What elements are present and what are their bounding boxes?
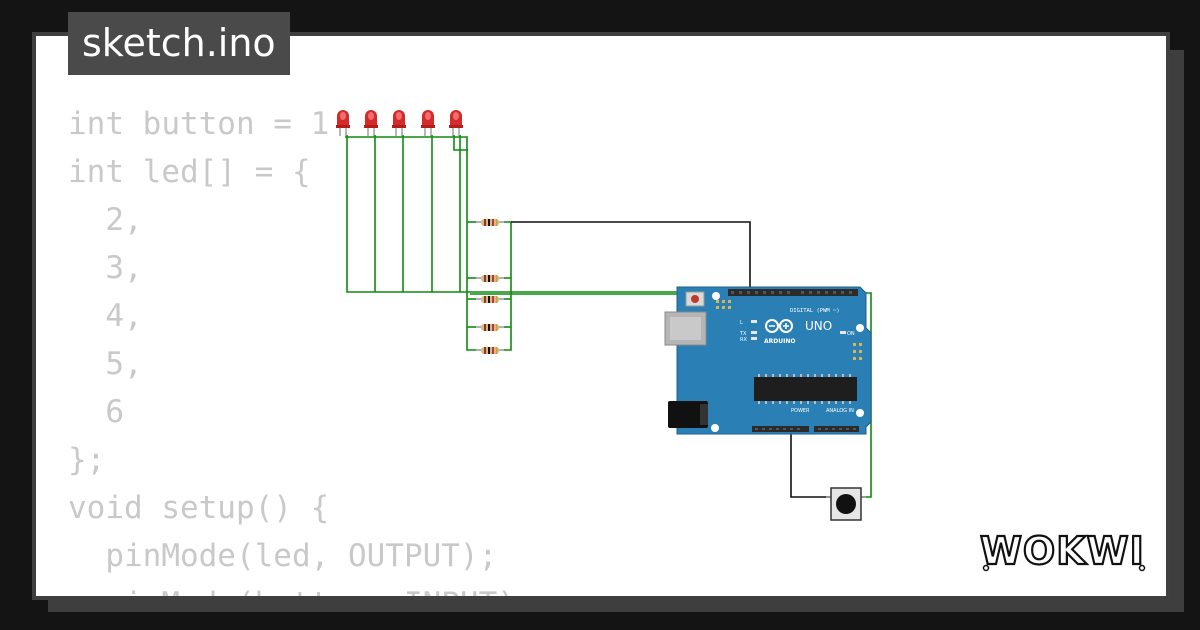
wokwi-logo: WOKWI bbox=[979, 528, 1146, 574]
l-label: L bbox=[740, 320, 743, 326]
wire-cathode-bus bbox=[345, 136, 476, 351]
on-label: ON bbox=[847, 331, 855, 337]
wire-gnd bbox=[511, 221, 751, 292]
wire-button-gnd bbox=[790, 428, 831, 498]
analog-header bbox=[814, 426, 859, 432]
resistor[interactable] bbox=[476, 347, 504, 354]
rx-label: RX bbox=[740, 337, 747, 343]
pushbutton-cap-icon bbox=[836, 494, 856, 514]
digital-label: DIGITAL (PWM ~) bbox=[790, 308, 840, 314]
tx-label: TX bbox=[739, 331, 747, 337]
led-array bbox=[336, 110, 463, 136]
board-model: UNO bbox=[805, 319, 832, 333]
code-line: 5, bbox=[68, 346, 143, 382]
arduino-uno-board[interactable]: DIGITAL (PWM ~) L TX RX UNO ARDUINO ON P… bbox=[664, 286, 872, 435]
power-header bbox=[752, 426, 809, 432]
code-line: 4, bbox=[68, 298, 143, 334]
arduino-logo-icon bbox=[765, 319, 793, 333]
microcontroller-chip bbox=[754, 377, 857, 401]
wokwi-logo-text: WOKWI bbox=[980, 529, 1145, 573]
resistor[interactable] bbox=[476, 219, 504, 226]
code-line: int led[] = { bbox=[68, 154, 311, 190]
wire-led-1 bbox=[346, 135, 680, 293]
board-brand: ARDUINO bbox=[764, 338, 795, 345]
led[interactable] bbox=[449, 110, 463, 136]
resistor[interactable] bbox=[476, 296, 504, 303]
analog-label: ANALOG IN bbox=[826, 408, 854, 414]
resistor-array bbox=[476, 219, 504, 354]
code-line: 2, bbox=[68, 202, 143, 238]
code-line: 6 bbox=[68, 394, 124, 430]
code-line: }; bbox=[68, 442, 106, 478]
code-line: void setup() { bbox=[68, 490, 330, 526]
wire-cathode-last bbox=[453, 135, 468, 151]
file-tab[interactable]: sketch.ino bbox=[68, 12, 290, 75]
code-line: 3, bbox=[68, 250, 143, 286]
wires-black bbox=[511, 221, 831, 498]
led[interactable] bbox=[421, 110, 435, 136]
power-jack bbox=[668, 401, 708, 428]
digital-header bbox=[728, 289, 858, 296]
pushbutton[interactable] bbox=[826, 487, 866, 521]
code-line: pinMode(led, OUTPUT); bbox=[68, 538, 498, 574]
resistor[interactable] bbox=[476, 324, 504, 331]
code-line: int button = 1 bbox=[68, 106, 330, 142]
led[interactable] bbox=[336, 110, 350, 136]
led[interactable] bbox=[392, 110, 406, 136]
wire-res-right bbox=[504, 221, 512, 351]
resistor[interactable] bbox=[476, 275, 504, 282]
led[interactable] bbox=[364, 110, 378, 136]
power-label: POWER bbox=[791, 408, 810, 414]
code-line: pinMode(button, INPUT); bbox=[68, 580, 534, 596]
